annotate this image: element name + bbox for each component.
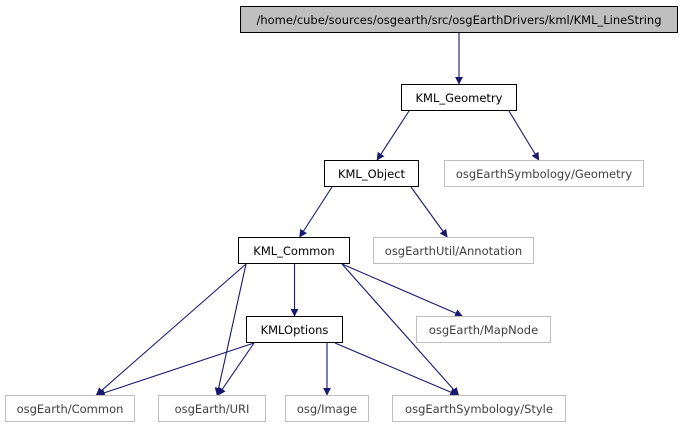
- node-label: KML_Common: [253, 243, 335, 258]
- node-kmloptions[interactable]: KMLOptions: [246, 316, 343, 343]
- edge-object-to-annotation: [410, 186, 448, 238]
- edge-object-to-common: [299, 186, 333, 238]
- node-osgearth-common[interactable]: osgEarth/Common: [5, 395, 135, 422]
- edge-options-to-uri: [217, 342, 255, 396]
- node-kml-common[interactable]: KML_Common: [238, 237, 350, 264]
- edge-common-to-style: [341, 263, 459, 396]
- node-label: osg/Image: [296, 401, 358, 416]
- node-label: KML_Geometry: [415, 90, 503, 105]
- node-kml-geometry[interactable]: KML_Geometry: [401, 84, 517, 111]
- node-label: osgEarthUtil/Annotation: [384, 243, 523, 258]
- edge-options-to-style: [334, 342, 459, 396]
- edge-common-to-uri: [214, 263, 247, 396]
- node-kml-linestring-root[interactable]: /home/cube/sources/osgearth/src/osgEarth…: [240, 6, 678, 33]
- node-label: /home/cube/sources/osgearth/src/osgEarth…: [256, 12, 662, 27]
- node-label: osgEarthSymbology/Style: [405, 401, 553, 416]
- edge-common-to-mapnode: [341, 263, 464, 317]
- node-label: osgEarth/Common: [16, 401, 124, 416]
- node-osg-image[interactable]: osg/Image: [285, 395, 369, 422]
- node-kml-object[interactable]: KML_Object: [324, 160, 419, 187]
- node-osgearth-mapnode[interactable]: osgEarth/MapNode: [416, 316, 551, 343]
- node-label: KMLOptions: [260, 322, 329, 337]
- edge-options-to-ecommon: [96, 342, 255, 397]
- node-osgearthsymbology-geometry[interactable]: osgEarthSymbology/Geometry: [444, 160, 644, 187]
- edge-common-to-ecommon: [95, 263, 247, 396]
- node-osgearthutil-annotation[interactable]: osgEarthUtil/Annotation: [373, 237, 534, 264]
- node-label: KML_Object: [337, 166, 406, 181]
- edge-geometry-to-symgeom: [508, 110, 540, 161]
- node-label: osgEarthSymbology/Geometry: [455, 166, 633, 181]
- node-osgearthsymbology-style[interactable]: osgEarthSymbology/Style: [392, 395, 566, 422]
- node-label: osgEarth/MapNode: [428, 322, 539, 337]
- node-label: osgEarth/URI: [174, 401, 250, 416]
- node-osgearth-uri[interactable]: osgEarth/URI: [158, 395, 266, 422]
- edge-geometry-to-object: [376, 110, 410, 161]
